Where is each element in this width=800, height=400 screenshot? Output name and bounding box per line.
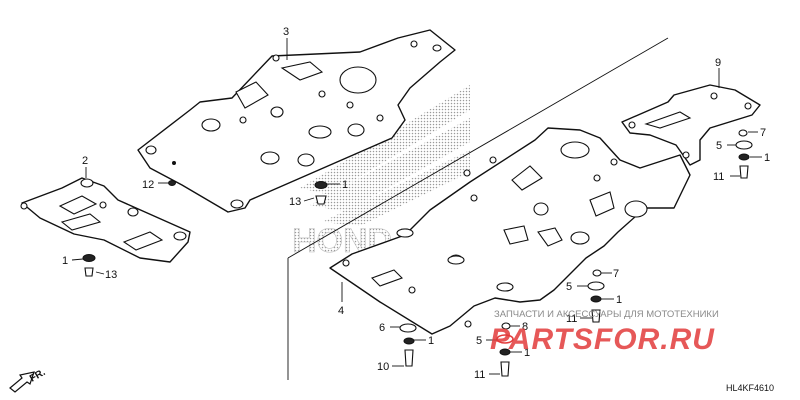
skid-plate-side [20, 177, 191, 263]
callout-numbers: 3 2 12 1 13 1 13 9 7 5 1 11 7 5 1 11 4 6… [62, 26, 770, 381]
callout-13: 13 [105, 269, 117, 281]
site-watermark: ЗАПЧАСТИ И АКСЕССУАРЫ ДЛЯ МОТОТЕХНИКИ PA… [490, 309, 719, 356]
skid-plate-lower [329, 127, 691, 335]
callout-13: 13 [289, 196, 301, 208]
callout-11: 11 [566, 313, 577, 325]
callout-9: 9 [715, 57, 721, 69]
callout-7: 7 [760, 127, 766, 139]
callout-1: 1 [62, 255, 68, 267]
callout-4: 4 [338, 305, 344, 317]
hardware-parts [82, 129, 753, 377]
callout-1: 1 [428, 335, 434, 347]
callout-1: 1 [764, 152, 770, 164]
skid-plate-upper [137, 29, 456, 213]
site-watermark-logo: PARTSFOR.RU [490, 323, 715, 356]
callout-1: 1 [524, 347, 530, 359]
callout-12: 12 [142, 179, 154, 191]
callout-1: 1 [616, 294, 622, 306]
callout-5: 5 [476, 335, 482, 347]
front-direction-indicator: FR. [9, 367, 48, 393]
callout-8: 8 [522, 321, 528, 333]
callout-5: 5 [716, 140, 722, 152]
callout-10: 10 [377, 361, 389, 373]
section-divider [287, 37, 669, 380]
callout-7: 7 [613, 268, 619, 280]
callout-11: 11 [474, 369, 485, 381]
drawing-code: HL4KF4610 [726, 383, 774, 393]
leader-lines [71, 38, 762, 375]
callout-3: 3 [283, 26, 289, 38]
callout-6: 6 [379, 322, 385, 334]
callout-5: 5 [566, 281, 572, 293]
callout-11: 11 [713, 171, 724, 183]
callout-2: 2 [82, 155, 88, 167]
front-arrow-icon [9, 371, 35, 393]
callout-1: 1 [342, 179, 348, 191]
site-watermark-subtitle: ЗАПЧАСТИ И АКСЕССУАРЫ ДЛЯ МОТОТЕХНИКИ [494, 309, 719, 320]
bracket-plate [621, 84, 761, 166]
front-direction-label: FR. [28, 367, 48, 385]
